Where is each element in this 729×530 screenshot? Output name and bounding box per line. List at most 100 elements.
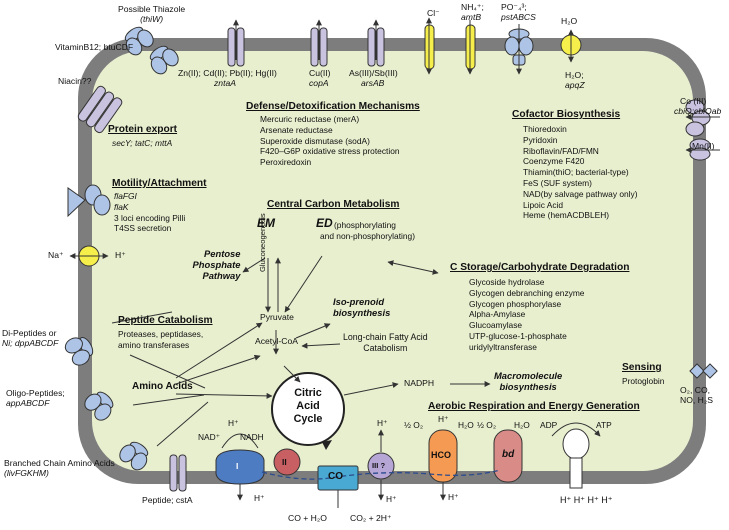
h-complex-i-in: H⁺ (228, 418, 239, 428)
hco-oxidase (428, 429, 458, 501)
liv-transporter (119, 441, 149, 471)
sensing-list: Protoglobin (622, 376, 665, 386)
peptide-catabolism-list: Proteases, peptidases, amino transferase… (118, 329, 204, 350)
app-transporter (84, 391, 114, 421)
protoglobin-sensor (689, 363, 718, 379)
protein-export-title: Protein export (108, 124, 178, 135)
carbohydrate-list: Glycoside hydrolase Glycogen debranching… (469, 277, 585, 352)
complex-iii-label: III ? (372, 461, 386, 470)
pyruvate-node: Pyruvate (260, 312, 294, 322)
aerobic-title: Aerobic Respiration and Energy Generatio… (428, 401, 640, 412)
niacin-label: Niacin?? (58, 76, 92, 86)
sensing-title: Sensing (622, 362, 662, 373)
branched-aa-label: Branched Chain Amino Acids (livFGKHM) (4, 458, 115, 479)
manganese-label: Mn(II) (692, 141, 715, 151)
ammonium-label: NH₄⁺; amtB (461, 2, 484, 23)
h2o-hco: H₂O (458, 420, 474, 430)
nadph-label: NADPH (404, 378, 435, 388)
acetylcoa-node: Acetyl-CoA (255, 336, 298, 346)
btucdf-transporter (149, 45, 179, 75)
peptide-csta-label: Peptide; cstA (142, 495, 193, 505)
mn-transporter (685, 138, 720, 161)
nad-label: NAD⁺ (198, 432, 221, 442)
h-complex-iii-in: H⁺ (377, 418, 388, 428)
co-product-label: CO₂ + 2H⁺ (350, 513, 392, 523)
csta-transporter (169, 454, 187, 492)
na-h-antiporter (69, 245, 109, 267)
water-top-label: H₂O (561, 16, 578, 26)
peptide-catabolism-title: Peptide Catabolism (118, 315, 213, 326)
defense-list: Mercuric reductase (merA) Arsenate reduc… (260, 114, 400, 168)
protein-export-genes: secY; tatC; mttA (112, 138, 173, 148)
bd-oxidase (493, 429, 523, 483)
arsab-exporter (367, 19, 385, 67)
znta-exporter (227, 19, 245, 67)
cbiq-transporter (685, 99, 720, 137)
carbohydrate-title: C Storage/Carbohydrate Degradation (450, 262, 630, 273)
proton-antiport-label: H⁺ (115, 250, 126, 260)
half-o2-hco: ½ O₂ (404, 420, 424, 430)
h-hco-out: H⁺ (448, 492, 459, 502)
complex-i-label: I (236, 461, 239, 471)
atp-synthase (551, 422, 601, 489)
electron-path (261, 469, 501, 480)
cofactor-title: Cofactor Biosynthesis (512, 109, 621, 120)
flagellum-motor (67, 184, 111, 218)
phosphate-label: PO⁻₄³; pstABCS (501, 2, 536, 23)
defense-title: Defense/Detoxification Mechanisms (246, 101, 420, 112)
co-substrate-label: CO + H₂O (288, 513, 327, 523)
cofactor-list: Thioredoxin Pyridoxin Riboflavin/FAD/FMN… (523, 124, 638, 221)
ed-note: (phosphorylating and non-phosphorylating… (320, 220, 415, 241)
gas-sensing-label: O₂, CO, NO, H₂S (680, 385, 713, 406)
isoprenoid-label: Iso-prenoid biosynthesis (333, 296, 391, 318)
thiazole-transporter (124, 26, 154, 56)
aquaporin-label: H₂O; apqZ (565, 70, 585, 91)
copper-exporter-label: Cu(II) copA (309, 68, 331, 89)
complex-i (215, 433, 265, 501)
atp-label: ATP (596, 420, 612, 430)
central-carbon-title: Central Carbon Metabolism (267, 199, 400, 210)
complex-iii (367, 429, 395, 501)
complex-ii (273, 448, 301, 476)
macromolecule-label: Macromolecule biosynthesis (494, 370, 563, 392)
half-o2-bd: ½ O₂ (477, 420, 497, 430)
vitaminb12-label: VitaminB12; btuCDF (55, 42, 134, 52)
tca-label: Citric Acid Cycle (293, 387, 323, 425)
h-complex-iii-out: H⁺ (386, 494, 397, 504)
motility-title: Motility/Attachment (112, 178, 207, 189)
sodium-label: Na⁺ (48, 250, 64, 260)
chloride-channel (424, 17, 435, 75)
complex-ii-label: II (282, 457, 287, 467)
dipeptide-label: Di-Peptides or Ni; dppABCDF (2, 328, 59, 349)
bd-label: bd (502, 449, 515, 460)
lcfa-label: Long-chain Fatty Acid Catabolism (343, 332, 428, 353)
oligopeptide-label: Oligo-Peptides; appABCDF (6, 388, 65, 409)
amtb-transporter (465, 20, 476, 75)
nadh-label: NADH (240, 432, 264, 442)
dpp-transporter (64, 336, 94, 366)
ed-label: ED (316, 216, 333, 230)
pathway-arrows (111, 255, 491, 447)
atp-synthase-protons: H⁺ H⁺ H⁺ H⁺ (560, 495, 613, 505)
pentose-pathway-label: Pentose Phosphate Pathway (192, 248, 241, 281)
aquaporin-channel (560, 29, 582, 63)
chloride-label: Cl⁻ (427, 8, 440, 18)
co-dehydrogenase (317, 465, 359, 508)
thiazole-label: Possible Thiazole (thiW) (118, 4, 186, 25)
citric-acid-cycle (271, 372, 345, 450)
metal-exporter-label: Zn(II); Cd(II); Pb(II); Hg(II) zntaA (178, 68, 277, 89)
h2o-bd: H₂O (514, 420, 530, 430)
motility-list: flaFGI flaK 3 loci encoding Pilli T4SS s… (114, 191, 186, 234)
niacin-transporter (77, 85, 123, 134)
h-hco-in: H⁺ (438, 414, 449, 424)
hco-label: HCO (431, 450, 451, 460)
amino-acids-label: Amino Acids (132, 381, 193, 392)
em-label: EM (257, 216, 275, 230)
copa-exporter (310, 19, 328, 67)
h-complex-i-out: H⁺ (254, 493, 265, 503)
cobalt-label: Co (III) cbiQ;cbiOab (674, 96, 722, 117)
adp-label: ADP (540, 420, 558, 430)
co-label: CO (328, 471, 343, 482)
